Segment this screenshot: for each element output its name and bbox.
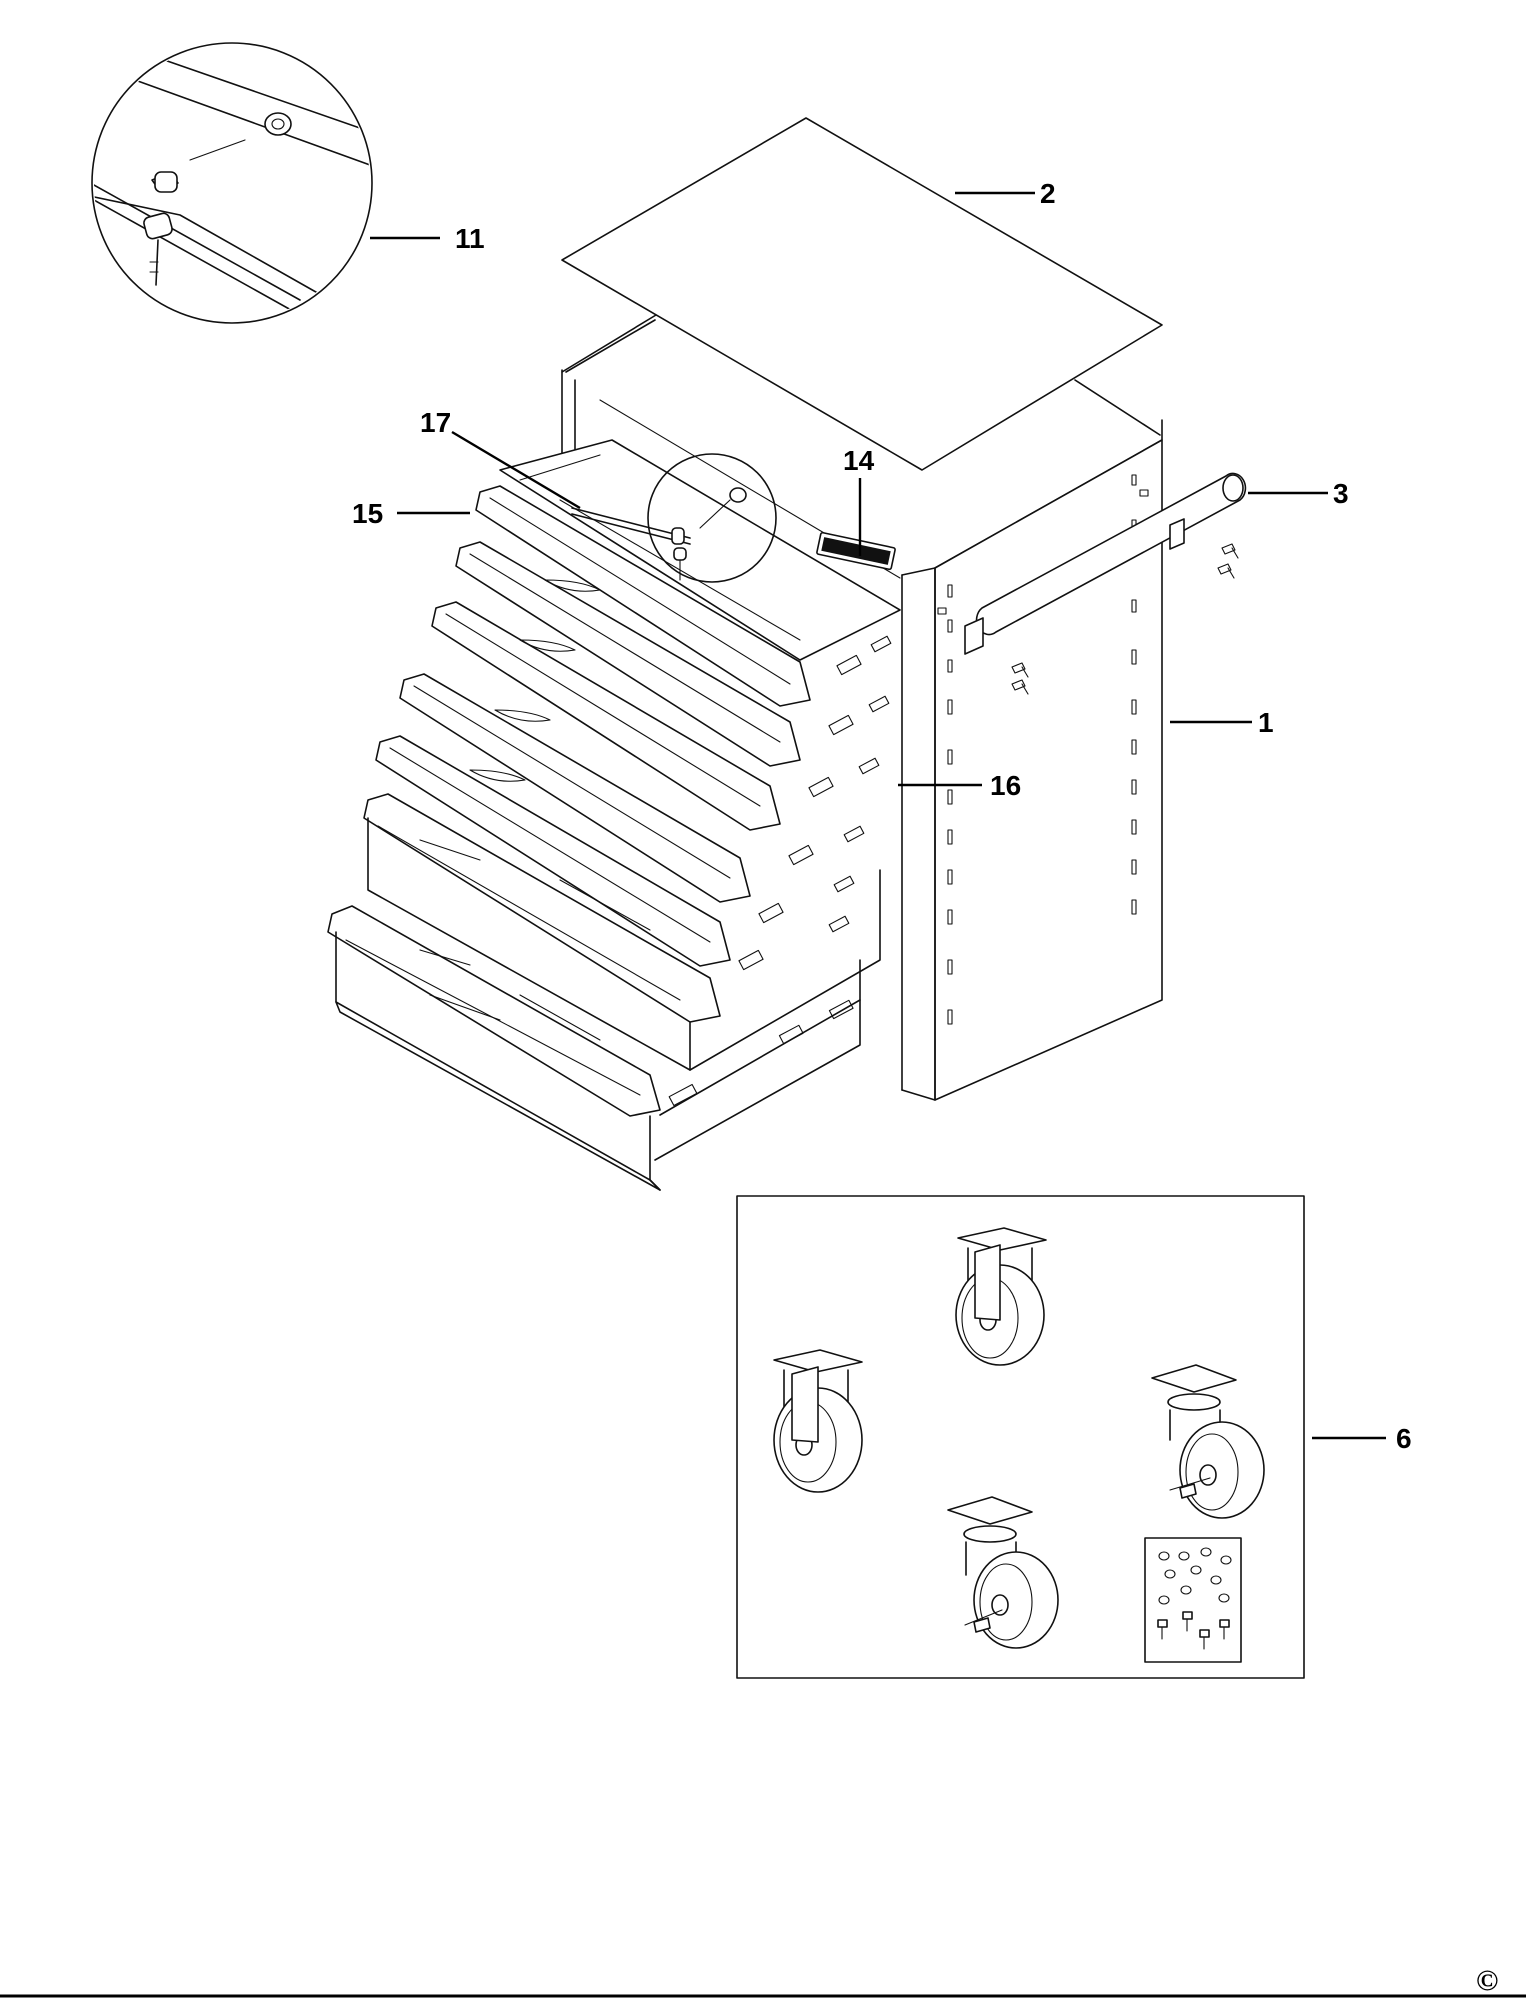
handle-bolts <box>1011 543 1239 695</box>
caster-kit-box <box>736 1195 1305 1679</box>
top-mat <box>561 117 1163 471</box>
drawer-5 <box>375 735 855 967</box>
fixed-caster-2 <box>773 1349 863 1493</box>
callout-17: 17 <box>420 407 451 438</box>
callout-2: 2 <box>1040 178 1056 209</box>
side-handle <box>964 472 1247 695</box>
drawer-stack <box>327 439 901 1191</box>
copyright-mark: © <box>1476 1964 1498 1997</box>
lock-rod <box>571 453 777 583</box>
swivel-caster-1 <box>1151 1364 1265 1519</box>
drawer-6 <box>363 793 881 1071</box>
leader-17 <box>451 430 581 510</box>
callout-14: 14 <box>843 445 875 476</box>
caster-fixings-kit <box>1144 1537 1242 1663</box>
fixed-caster-1 <box>955 1227 1047 1366</box>
swivel-caster-2 <box>947 1496 1059 1649</box>
drawer-4 <box>399 673 865 903</box>
drawer-1 <box>475 439 901 707</box>
callout-6: 6 <box>1396 1423 1412 1454</box>
callout-16: 16 <box>990 770 1021 801</box>
brand-badge <box>816 531 896 571</box>
callout-11: 11 <box>455 223 485 254</box>
callout-1: 1 <box>1258 707 1274 738</box>
drawer-2 <box>455 541 890 767</box>
callout-15: 15 <box>352 498 383 529</box>
drawer-7 <box>327 905 861 1191</box>
lock-detail-callout <box>91 42 373 324</box>
drawer-3 <box>431 601 880 831</box>
callout-3: 3 <box>1333 478 1349 509</box>
